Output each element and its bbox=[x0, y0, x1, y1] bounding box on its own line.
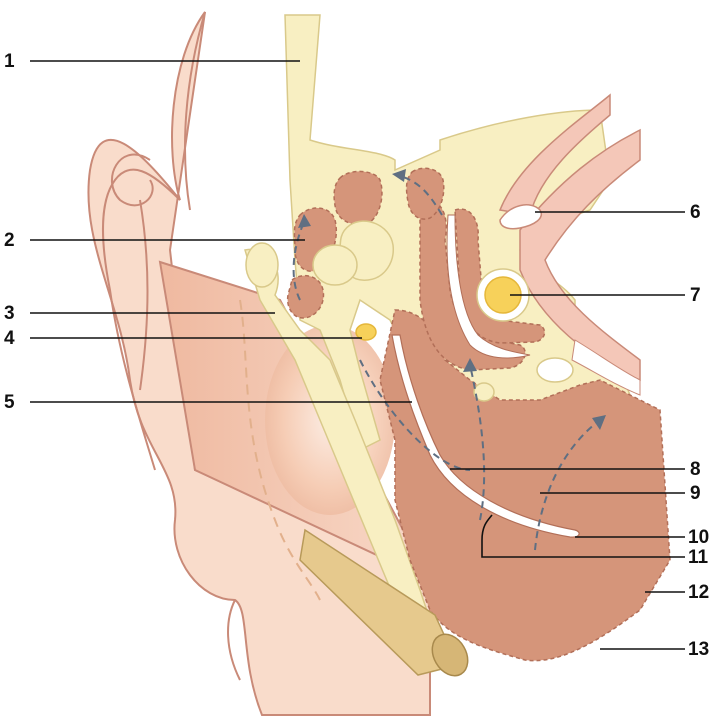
callout-1: 1 bbox=[4, 51, 15, 72]
ear-lobe-fold bbox=[228, 600, 240, 680]
callout-13: 13 bbox=[688, 639, 709, 660]
callout-3: 3 bbox=[4, 303, 15, 324]
cell-g bbox=[537, 358, 573, 382]
callout-11: 11 bbox=[688, 547, 709, 568]
bone-process-knob bbox=[246, 243, 278, 287]
cell-a bbox=[334, 171, 382, 224]
callout-4: 4 bbox=[4, 328, 15, 349]
callout-10: 10 bbox=[688, 527, 709, 548]
callout-9: 9 bbox=[690, 483, 701, 504]
callout-5: 5 bbox=[4, 392, 15, 413]
cell-f bbox=[313, 245, 357, 285]
callout-8: 8 bbox=[690, 459, 701, 480]
callout-2: 2 bbox=[4, 230, 15, 251]
callout-7: 7 bbox=[690, 285, 701, 306]
callout-12: 12 bbox=[688, 582, 709, 603]
callout-6: 6 bbox=[690, 202, 701, 223]
